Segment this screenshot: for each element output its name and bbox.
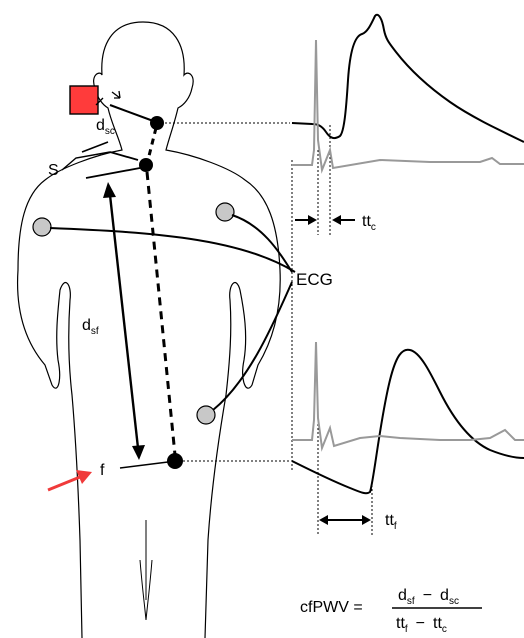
ecg-electrode-left-shoulder [216, 203, 234, 221]
ecg-electrode-lower [197, 406, 215, 424]
dsf-label: dsf [82, 317, 99, 337]
carotid-sensor-marker [70, 86, 98, 114]
ttf-label: ttf [385, 512, 397, 532]
sternal-tick-1 [82, 142, 108, 152]
ttf-arrow-head-right [362, 515, 371, 525]
sternal-tick-2 [86, 168, 140, 178]
formula-lhs: cfPWV = [300, 599, 363, 616]
sternal-site-dot [139, 158, 153, 172]
ttc-arrow-right-head [332, 215, 341, 225]
femoral-red-arrow-shaft [48, 477, 80, 490]
carotid-site-dot [150, 116, 164, 130]
s-label: S [48, 162, 59, 179]
ttf-arrow-head-left [319, 515, 328, 525]
formula-denominator: ttf−ttc [396, 615, 447, 635]
femoral-tick [120, 462, 168, 468]
dsc-small-arrow [112, 91, 120, 98]
ecg-electrode-right-shoulder [33, 218, 51, 236]
dashed-path-upper [148, 128, 156, 160]
f-label: f [100, 462, 105, 479]
femoral-site-dot [167, 453, 183, 469]
dashed-path-aorta [147, 172, 175, 455]
sternal-line-top [110, 152, 138, 160]
formula-numerator: dsf−dsc [398, 587, 459, 607]
dsf-arrow-head-bottom [132, 445, 145, 460]
ttc-arrow-left-head [308, 215, 317, 225]
carotid-pressure-waveform [292, 15, 524, 142]
carotid-ecg-trace [292, 40, 524, 170]
ecg-lead-1 [50, 228, 295, 272]
buttock-cleft [140, 520, 152, 620]
carotid-line [110, 105, 156, 122]
dsf-arrow-head-top [103, 182, 116, 198]
ecg-label: ECG [296, 270, 333, 289]
femoral-pressure-waveform [292, 350, 524, 494]
femoral-ecg-trace [292, 342, 524, 448]
ttc-label: ttc [362, 213, 376, 233]
ecg-lead-3 [213, 282, 292, 410]
ecg-lead-2 [232, 215, 292, 272]
